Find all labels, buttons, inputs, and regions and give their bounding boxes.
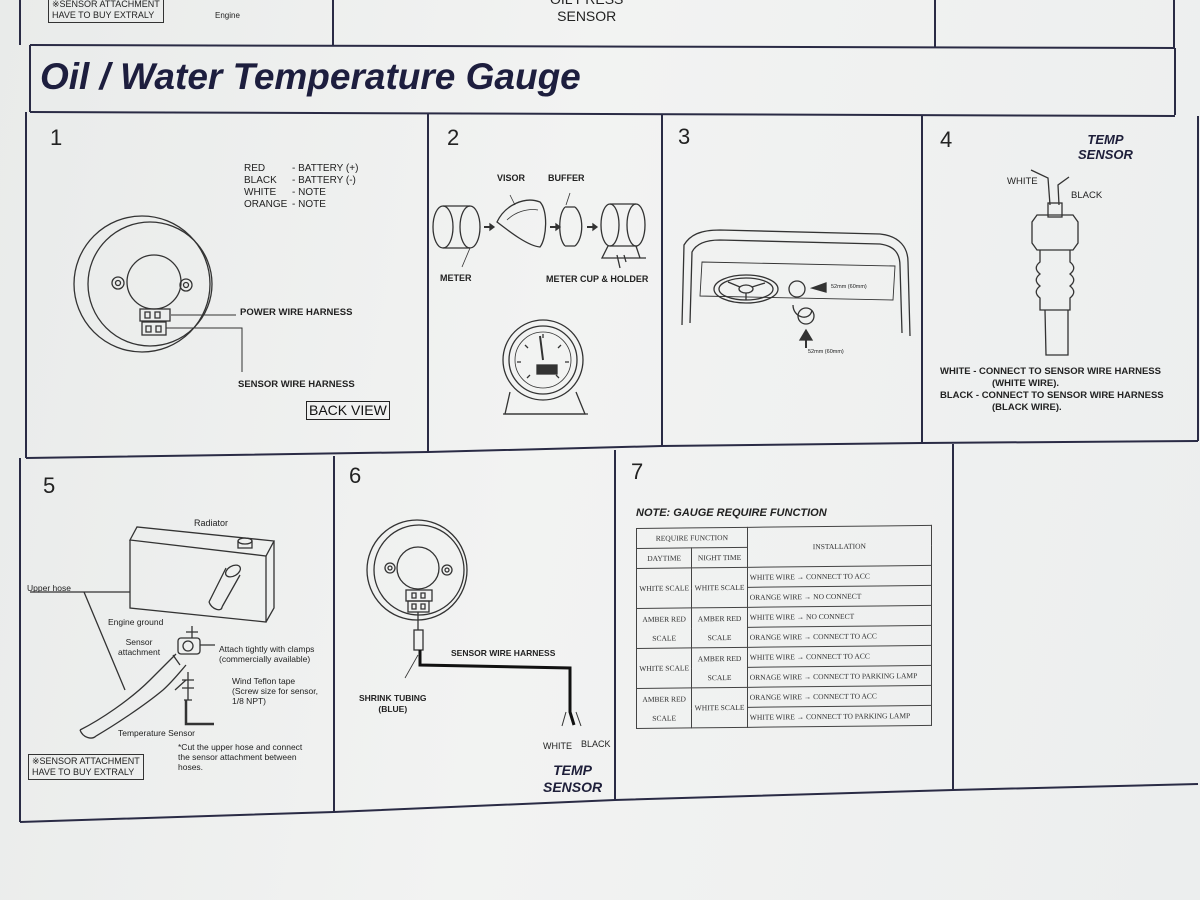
teflon-tape-note: Wind Teflon tape (Screw size for sensor,… [232, 676, 318, 706]
panel-number-3: 3 [678, 124, 691, 149]
wire-legend-row: RED- BATTERY (+) [244, 163, 359, 174]
buffer-label: BUFFER [548, 173, 585, 183]
day-cell: AMBER RED SCALE [636, 687, 692, 729]
require-function-header: REQUIRE FUNCTION [636, 527, 748, 549]
power-wire-harness-label: POWER WIRE HARNESS [240, 307, 353, 318]
dimension-label-b: 52mm (60mm) [808, 349, 844, 355]
dimension-label-a: 52mm (60mm) [831, 284, 867, 290]
temp-sensor-title-6: TEMP SENSOR [543, 762, 603, 795]
wire-legend-row: BLACK- BATTERY (-) [244, 175, 356, 186]
day-cell: WHITE SCALE [636, 647, 692, 689]
sensor-connection-notes: WHITE - CONNECT TO SENSOR WIRE HARNESS (… [940, 366, 1164, 414]
temperature-sensor-label: Temperature Sensor [118, 728, 196, 738]
back-view-label: BACK VIEW [306, 401, 390, 420]
gauge-harness-drawing [366, 519, 582, 727]
black-note: BLACK - CONNECT TO SENSOR WIRE HARNESS [940, 390, 1164, 401]
page-title: Oil / Water Temperature Gauge [40, 56, 581, 97]
night-cell: AMBER RED SCALE [691, 607, 748, 648]
engine-label: Engine [215, 11, 240, 20]
panel-number-7: 7 [631, 459, 644, 484]
night-time-header: NIGHT TIME [691, 547, 748, 568]
day-cell: WHITE SCALE [636, 567, 692, 609]
install-cell: ORANGE WIRE → CONNECT TO ACC [747, 685, 932, 708]
cut-hose-note: *Cut the upper hose and connect the sens… [178, 742, 303, 772]
black-wire-label: BLACK [1071, 190, 1103, 201]
sensor-wire-harness-label: SENSOR WIRE HARNESS [238, 379, 355, 390]
night-cell: WHITE SCALE [691, 567, 748, 608]
sensor-attachment-box: ※SENSOR ATTACHMENT HAVE TO BUY EXTRALY [28, 754, 144, 780]
wire-legend-row: ORANGE- NOTE [244, 199, 326, 210]
sensor-attachment-note-top: ※SENSOR ATTACHMENT HAVE TO BUY EXTRALY [48, 0, 164, 23]
white-note: WHITE - CONNECT TO SENSOR WIRE HARNESS [940, 366, 1161, 377]
white-wire-label: WHITE [1007, 176, 1038, 187]
install-cell: WHITE WIRE → CONNECT TO ACC [747, 565, 932, 588]
install-cell: WHITE WIRE → CONNECT TO PARKING LAMP [747, 705, 932, 728]
oil-press-sensor-label: OIL PRESS SENSOR [550, 0, 623, 24]
black-wire-label-6: BLACK [581, 739, 611, 749]
day-cell: AMBER RED SCALE [636, 607, 692, 649]
table-header-row: REQUIRE FUNCTION INSTALLATION [636, 525, 932, 568]
black-note-2: (BLACK WIRE). [992, 402, 1062, 413]
white-note-2: (WHITE WIRE). [992, 378, 1060, 389]
white-wire-label-6: WHITE [543, 741, 572, 751]
panel-number-2: 2 [447, 125, 460, 150]
panel-number-4: 4 [940, 127, 953, 152]
install-cell: WHITE WIRE → CONNECT TO ACC [747, 645, 932, 668]
gauge-function-note: NOTE: GAUGE REQUIRE FUNCTION [636, 507, 827, 519]
radiator-label: Radiator [194, 518, 229, 528]
meter-label: METER [440, 273, 472, 283]
daytime-header: DAYTIME [636, 547, 692, 569]
radiator-drawing [30, 526, 276, 739]
engine-ground-label: Engine ground [108, 617, 164, 627]
gauge-function-table: REQUIRE FUNCTION INSTALLATION DAYTIME NI… [636, 525, 932, 729]
temp-sensor-title: TEMP SENSOR [1078, 132, 1133, 162]
wire-legend: RED- BATTERY (+) BLACK- BATTERY (-) WHIT… [244, 163, 358, 211]
install-cell: WHITE WIRE → NO CONNECT [747, 605, 932, 628]
assembly-drawing [432, 192, 646, 415]
install-cell: ORNAGE WIRE → CONNECT TO PARKING LAMP [747, 665, 932, 688]
night-cell: WHITE SCALE [691, 687, 748, 728]
temp-sensor-drawing [1030, 169, 1079, 356]
installation-header: INSTALLATION [747, 525, 932, 568]
dashboard-drawing [681, 229, 911, 348]
wire-legend-row: WHITE- NOTE [244, 187, 326, 198]
panel-number-1: 1 [50, 125, 63, 150]
shrink-tubing-label: SHRINK TUBING (BLUE) [359, 693, 427, 714]
sensor-attachment-label: Sensor attachment [118, 637, 161, 657]
install-cell: ORANGE WIRE → NO CONNECT [747, 585, 932, 608]
install-cell: ORANGE WIRE → CONNECT TO ACC [747, 625, 932, 648]
upper-hose-label: Upper hose [27, 583, 71, 593]
panel-number-6: 6 [349, 463, 362, 488]
sensor-wire-harness-label-6: SENSOR WIRE HARNESS [451, 648, 556, 658]
meter-cup-holder-label: METER CUP & HOLDER [546, 274, 649, 284]
visor-label: VISOR [497, 173, 526, 183]
attach-clamps-note: Attach tightly with clamps (commercially… [219, 644, 315, 664]
night-cell: AMBER RED SCALE [691, 647, 748, 688]
gauge-back-view-drawing [73, 215, 243, 372]
panel-number-5: 5 [43, 473, 56, 498]
